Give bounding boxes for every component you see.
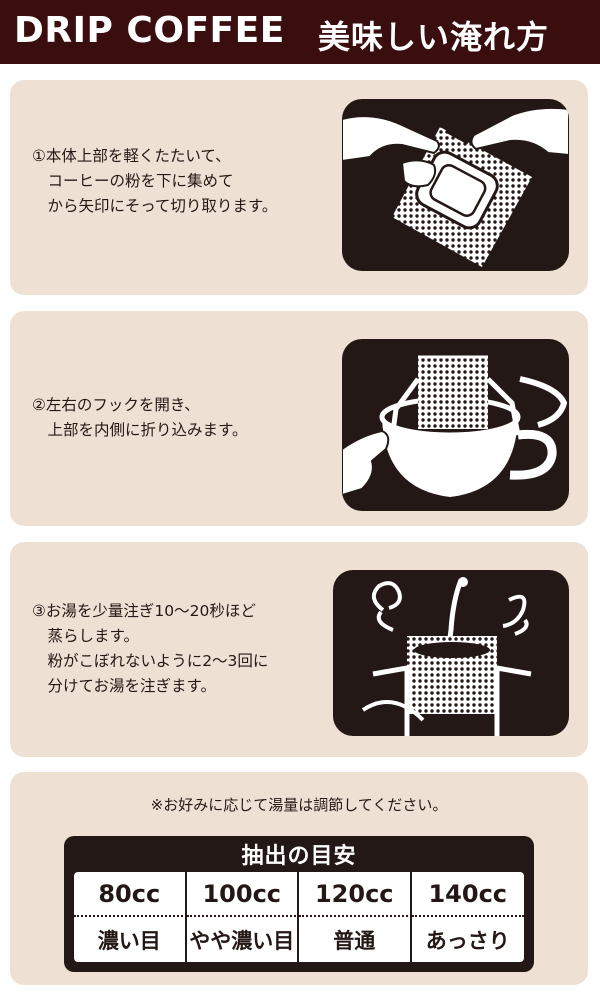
guide-title: 抽出の目安 bbox=[241, 844, 357, 869]
step-1-card: ①本体上部を軽くたたいて、 コーヒーの粉を下に集めて から矢印にそって切り取りま… bbox=[10, 80, 588, 295]
volume-cell: 140cc bbox=[411, 872, 524, 917]
header-bar: DRIP COFFEE 美味しい淹れ方 bbox=[0, 0, 600, 64]
strength-cell: 普通 bbox=[299, 917, 412, 962]
tear-pouch-icon bbox=[342, 99, 569, 271]
step-2-text: ②左右のフックを開き、 上部を内側に折り込みます。 bbox=[32, 396, 248, 439]
title-english: DRIP COFFEE bbox=[14, 10, 285, 51]
step-2-card: ②左右のフックを開き、 上部を内側に折り込みます。 bbox=[10, 311, 588, 526]
pour-water-icon bbox=[333, 570, 569, 736]
strength-cell: やや濃い目 bbox=[187, 917, 299, 962]
volume-cell: 100cc bbox=[186, 872, 299, 917]
strength-cell: あっさり bbox=[425, 928, 510, 953]
step-3-text: ③お湯を少量注ぎ10〜20秒ほど 蒸らします。 粉がこぼれないように2〜3回に … bbox=[32, 602, 269, 695]
title-japanese: 美味しい淹れ方 bbox=[318, 18, 550, 56]
extraction-guide: 抽出の目安 80cc 100cc 120cc 140cc 濃い目 やや濃い目 普… bbox=[64, 836, 534, 972]
step-3-card: ③お湯を少量注ぎ10〜20秒ほど 蒸らします。 粉がこぼれないように2〜3回に … bbox=[10, 542, 588, 757]
adjust-note: ※お好みに応じて湯量は調節してください。 bbox=[150, 796, 448, 814]
guide-table: 80cc 100cc 120cc 140cc 濃い目 やや濃い目 普通 あっさり bbox=[74, 872, 524, 962]
volume-cell: 120cc bbox=[299, 872, 412, 917]
volume-cell: 80cc bbox=[74, 872, 187, 917]
hook-on-cup-icon bbox=[342, 339, 569, 511]
step-1-text: ①本体上部を軽くたたいて、 コーヒーの粉を下に集めて から矢印にそって切り取りま… bbox=[32, 147, 278, 215]
strength-cell: 濃い目 bbox=[74, 917, 187, 962]
extraction-guide-card: ※お好みに応じて湯量は調節してください。 抽出の目安 80cc 100cc 12… bbox=[10, 772, 588, 985]
